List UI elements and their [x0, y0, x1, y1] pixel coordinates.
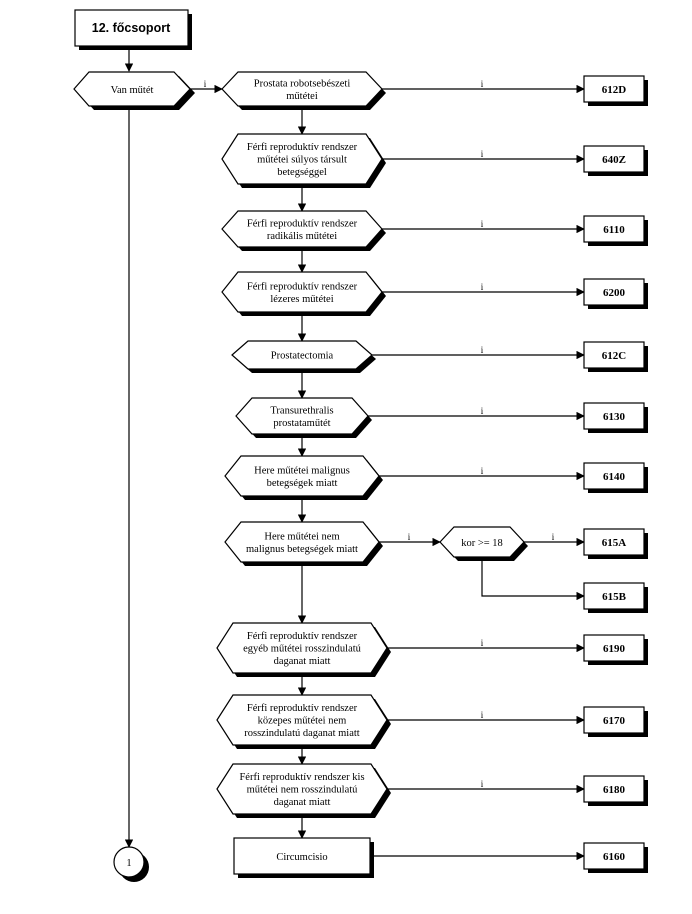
- code-612D-box: 612D: [583, 75, 648, 106]
- age-decision: kor >= 18: [439, 526, 528, 561]
- yes-mark: i: [481, 406, 484, 416]
- start-decision: Van műtét: [73, 71, 195, 110]
- code-6200-code: 6200: [603, 287, 626, 299]
- yes-mark: i: [408, 532, 411, 542]
- yes-mark: i: [204, 79, 207, 89]
- code-615A-code: 615A: [602, 537, 627, 549]
- yes-mark: i: [481, 79, 484, 89]
- code-6190-code: 6190: [603, 643, 626, 655]
- condition-label-line: daganat miatt: [274, 656, 331, 667]
- code-612D-code: 612D: [602, 84, 627, 96]
- yes-mark: i: [552, 532, 555, 542]
- yes-mark: i: [481, 638, 484, 648]
- code-6180-code: 6180: [603, 784, 626, 796]
- code-612C-code: 612C: [602, 350, 627, 362]
- condition-label-line: Here műtétei malignus: [254, 465, 350, 476]
- condition-label-line: radikális műtétei: [267, 231, 337, 242]
- condition-8: Here műtétei nem malignus betegségek miat…: [224, 521, 383, 566]
- condition-label-line: betegséggel: [277, 167, 327, 178]
- code-640Z-code: 640Z: [602, 154, 626, 166]
- condition-label-line: Férfi reproduktív rendszer: [247, 703, 358, 714]
- code-612C-box: 612C: [583, 341, 648, 372]
- condition-3: Férfi reproduktív rendszer radikális műté…: [221, 210, 386, 251]
- final-process-label: Circumcisio: [276, 852, 327, 863]
- condition-label-line: műtétei súlyos társult: [257, 155, 347, 166]
- code-6110-box: 6110: [583, 215, 648, 246]
- condition-label-line: Prostatectomia: [271, 351, 334, 362]
- condition-6: Transurethralis prostataműtét: [235, 397, 372, 438]
- yes-mark: i: [481, 219, 484, 229]
- code-6110-code: 6110: [603, 224, 625, 236]
- final-process: Circumcisio: [233, 837, 374, 878]
- condition-4: Férfi reproduktív rendszer lézeres műtéte…: [221, 271, 386, 316]
- connector-label: 1: [126, 858, 131, 869]
- condition-label-line: lézeres műtétei: [270, 294, 333, 305]
- code-6130-box: 6130: [583, 402, 648, 433]
- condition-chain: i Prostata robotsebészeti műtétei i 612D Férf…: [190, 71, 648, 878]
- code-6200-box: 6200: [583, 278, 648, 309]
- condition-5: Prostatectomia: [231, 340, 376, 373]
- group-title: 12. főcsoport: [92, 21, 171, 35]
- yes-mark: i: [481, 282, 484, 292]
- condition-label-line: malignus betegségek miatt: [246, 544, 358, 555]
- yes-mark: i: [481, 149, 484, 159]
- condition-label-line: rosszindulatú daganat miatt: [244, 728, 360, 739]
- yes-mark: i: [481, 779, 484, 789]
- code-6170-code: 6170: [603, 715, 626, 727]
- code-6130-code: 6130: [603, 411, 626, 423]
- code-6160-code: 6160: [603, 851, 626, 863]
- condition-7: Here műtétei malignus betegségek miatt: [224, 455, 383, 500]
- condition-label-line: műtétei: [286, 91, 318, 102]
- code-615B-box: 615B: [583, 582, 648, 613]
- code-615B-code: 615B: [602, 591, 627, 603]
- yes-mark: i: [481, 710, 484, 720]
- condition-label-line: Férfi reproduktív rendszer kis: [239, 772, 364, 783]
- condition-label-line: közepes műtétei nem: [258, 716, 347, 727]
- condition-10: Férfi reproduktív rendszer közepes műtéte…: [216, 694, 391, 749]
- condition-label-line: betegségek miatt: [267, 478, 338, 489]
- yes-mark: i: [481, 345, 484, 355]
- age-decision-label: kor >= 18: [461, 538, 503, 549]
- condition-11: Férfi reproduktív rendszer kis műtétei ne…: [216, 763, 391, 818]
- condition-label-line: Férfi reproduktív rendszer: [247, 281, 358, 292]
- condition-9: Férfi reproduktív rendszer egyéb műtétei …: [216, 622, 391, 677]
- condition-2: Férfi reproduktív rendszer műtétei súlyos…: [221, 133, 386, 188]
- code-6180-box: 6180: [583, 775, 648, 806]
- offpage-connector: 1: [113, 846, 149, 882]
- start-decision-label: Van műtét: [111, 85, 154, 96]
- code-6140-code: 6140: [603, 471, 626, 483]
- code-6190-box: 6190: [583, 634, 648, 665]
- condition-label-line: egyéb műtétei rosszindulatú: [243, 644, 362, 655]
- condition-1: Prostata robotsebészeti műtétei: [221, 71, 386, 110]
- code-6160-box: 6160: [583, 842, 648, 873]
- no-arrow-else: [481, 557, 585, 601]
- condition-label-line: prostataműtét: [273, 418, 330, 429]
- condition-label-line: Transurethralis: [270, 405, 333, 416]
- condition-label-line: Férfi reproduktív rendszer: [247, 142, 358, 153]
- condition-label-line: Férfi reproduktív rendszer: [247, 631, 358, 642]
- code-6140-box: 6140: [583, 462, 648, 493]
- code-615A-box: 615A: [583, 528, 648, 559]
- code-6170-box: 6170: [583, 706, 648, 737]
- code-640Z-box: 640Z: [583, 145, 648, 176]
- condition-label-line: műtétei nem rosszindulatú: [247, 785, 359, 796]
- condition-label-line: daganat miatt: [274, 797, 331, 808]
- condition-label-line: Here műtétei nem: [264, 531, 339, 542]
- condition-label-line: Prostata robotsebészeti: [254, 78, 351, 89]
- condition-label-line: Férfi reproduktív rendszer: [247, 218, 358, 229]
- group-title-box: 12. főcsoport: [74, 9, 192, 50]
- yes-mark: i: [481, 466, 484, 476]
